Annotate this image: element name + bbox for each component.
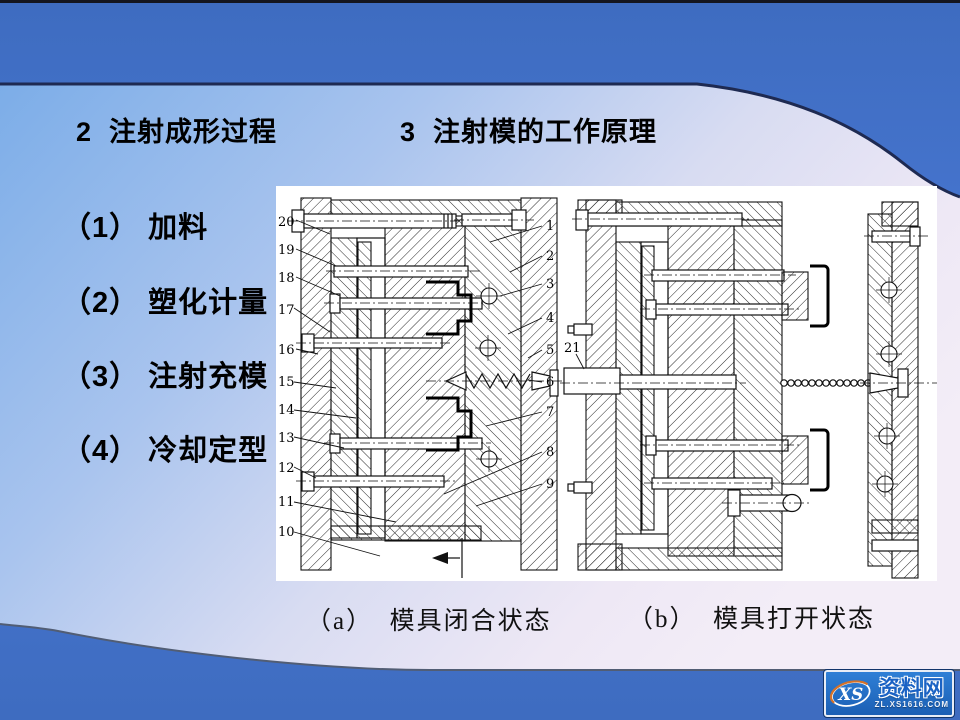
part-number: 16: [278, 343, 295, 358]
part-number: 15: [278, 375, 295, 390]
watermark-site-domain: ZL.XS1616.COM: [874, 700, 949, 709]
part-number-labels-right: 1 2 3 4 5 6 7 8 9: [443, 219, 554, 507]
part-number: 7: [546, 405, 554, 420]
part-number: 18: [278, 271, 295, 286]
logo-initials: XS: [837, 684, 863, 704]
mold-figure-panel: 20 19 18 17 16 15 14 13 12 11 10: [276, 186, 937, 581]
panel-bottom-border: [0, 623, 960, 671]
part-number: 2: [546, 249, 554, 264]
caption-mold-closed-state: （a） 模具闭合状态: [306, 608, 552, 635]
part-number: 11: [278, 495, 295, 510]
part-number: 21: [564, 341, 581, 356]
direction-arrow: [432, 538, 463, 578]
caption-mold-open-state: （b） 模具打开状态: [628, 606, 876, 633]
mold-cross-section-diagram: 20 19 18 17 16 15 14 13 12 11 10: [278, 197, 937, 579]
part-number: 5: [546, 343, 554, 358]
heading-injection-process: 2 注射成形过程: [76, 117, 278, 147]
mold-open-moving-half: [560, 199, 883, 571]
part-number: 6: [546, 375, 554, 390]
part-number: 13: [278, 431, 295, 446]
part-number: 9: [546, 477, 554, 492]
top-edge-line: [0, 0, 960, 3]
watermark-text-column: 资料网 ZL.XS1616.COM: [875, 678, 949, 709]
part-number: 12: [278, 461, 295, 476]
process-step-feeding: （1） 加料: [62, 212, 209, 244]
mold-closed-view: [288, 197, 564, 578]
part-number: 20: [278, 215, 295, 230]
panel-top-border: [0, 82, 960, 199]
part-number: 1: [546, 219, 554, 234]
part-number-label-21: 21: [564, 341, 585, 370]
process-step-plasticizing: （2） 塑化计量: [62, 287, 269, 319]
part-number: 19: [278, 243, 295, 258]
xs-oval-logo: XS: [829, 679, 871, 707]
part-number: 14: [278, 403, 295, 418]
part-number: 17: [278, 303, 295, 318]
watermark-logo: XS 资料网 ZL.XS1616.COM: [823, 669, 955, 718]
part-number: 4: [546, 311, 554, 326]
mold-open-fixed-half: [860, 201, 937, 579]
part-number: 3: [546, 277, 554, 292]
process-step-cooling-setting: （4） 冷却定型: [62, 435, 269, 467]
process-step-injection-filling: （3） 注射充模: [62, 361, 269, 393]
part-number-labels-left: 20 19 18 17 16 15 14 13 12 11 10: [278, 215, 397, 557]
part-number: 10: [278, 525, 295, 540]
watermark-site-name: 资料网: [878, 677, 945, 700]
part-number: 8: [546, 445, 554, 460]
heading-mold-working-principle: 3 注射模的工作原理: [400, 117, 658, 147]
